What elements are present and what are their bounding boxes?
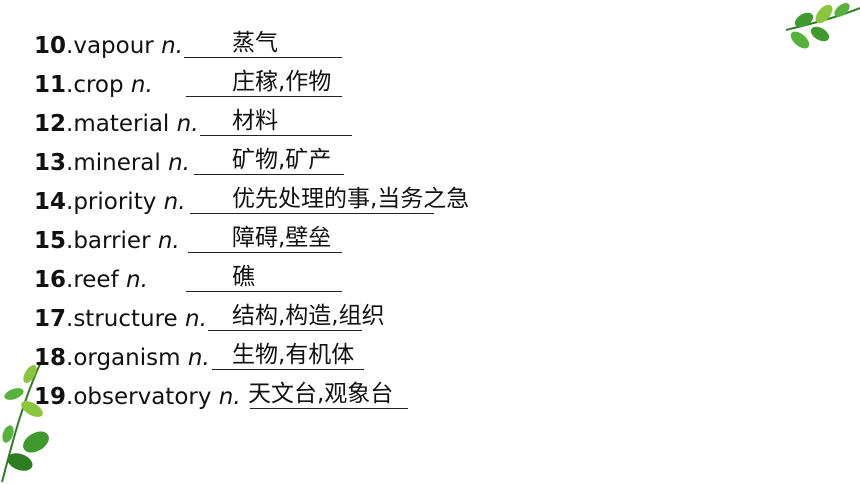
vocab-row: 11.crop n. 庄稼,作物 <box>34 69 394 103</box>
leaf-decoration-top-right-icon <box>785 3 860 49</box>
term: 11.crop n. <box>34 72 153 98</box>
term: 10.vapour n. <box>34 33 183 59</box>
english-word: reef <box>73 267 119 293</box>
term: 18.organism n. <box>34 345 210 371</box>
english-word: mineral <box>73 150 161 176</box>
chinese-answer: 天文台,观象台 <box>248 381 394 407</box>
chinese-answer: 结构,构造,组织 <box>232 303 385 329</box>
term: 15.barrier n. <box>34 228 180 254</box>
vocab-row: 17.structure n. 结构,构造,组织 <box>34 303 414 337</box>
chinese-answer: 礁 <box>232 264 255 290</box>
part-of-speech: n. <box>126 267 148 293</box>
part-of-speech: n. <box>176 111 199 137</box>
vocab-row: 18.organism n. 生物,有机体 <box>34 342 414 376</box>
english-word: material <box>73 111 170 137</box>
answer-blank <box>184 57 342 58</box>
answer-blank <box>194 174 344 175</box>
part-of-speech: n. <box>157 228 180 254</box>
term: 16.reef n. <box>34 267 148 293</box>
item-number: 14 <box>34 189 67 215</box>
term: 19.observatory n. <box>34 384 241 410</box>
chinese-answer: 材料 <box>232 108 278 134</box>
item-number: 15 <box>34 228 67 254</box>
item-number: 18 <box>34 345 67 371</box>
part-of-speech: n. <box>187 345 210 371</box>
part-of-speech: n. <box>218 384 241 410</box>
answer-blank <box>200 135 352 136</box>
part-of-speech: n. <box>168 150 190 176</box>
chinese-answer: 障碍,壁垒 <box>232 225 332 251</box>
item-number: 13 <box>34 150 67 176</box>
item-number: 10 <box>34 33 67 59</box>
english-word: structure <box>73 306 178 332</box>
item-number: 19 <box>34 384 67 410</box>
chinese-answer: 蒸气 <box>232 30 278 56</box>
term: 13.mineral n. <box>34 150 190 176</box>
chinese-answer: 生物,有机体 <box>232 342 355 368</box>
vocab-row: 16.reef n. 礁 <box>34 264 394 298</box>
answer-blank <box>250 408 408 409</box>
answer-blank <box>208 330 362 331</box>
part-of-speech: n. <box>130 72 153 98</box>
chinese-answer: 矿物,矿产 <box>232 147 332 173</box>
item-number: 16 <box>34 267 67 293</box>
answer-blank <box>188 252 342 253</box>
term: 14.priority n. <box>34 189 186 215</box>
chinese-answer: 优先处理的事,当务之急 <box>232 186 470 212</box>
term: 17.structure n. <box>34 306 207 332</box>
item-number: 11 <box>34 72 67 98</box>
english-word: crop <box>73 72 124 98</box>
part-of-speech: n. <box>185 306 207 332</box>
term: 12.material n. <box>34 111 199 137</box>
english-word: vapour <box>73 33 154 59</box>
answer-blank <box>212 369 364 370</box>
answer-blank <box>190 213 434 214</box>
chinese-answer: 庄稼,作物 <box>232 69 332 95</box>
part-of-speech: n. <box>163 189 186 215</box>
leaf-decoration-bottom-left-icon <box>1 363 49 483</box>
english-word: priority <box>73 189 157 215</box>
part-of-speech: n. <box>161 33 183 59</box>
vocab-row: 15.barrier n. 障碍,壁垒 <box>34 225 394 259</box>
vocab-row: 14.priority n. 优先处理的事,当务之急 <box>34 186 504 220</box>
english-word: barrier <box>73 228 151 254</box>
vocab-row: 19.observatory n. 天文台,观象台 <box>34 381 434 415</box>
english-word: observatory <box>73 384 212 410</box>
vocab-row: 10.vapour n. 蒸气 <box>34 30 394 64</box>
answer-blank <box>186 291 342 292</box>
english-word: organism <box>73 345 181 371</box>
item-number: 17 <box>34 306 67 332</box>
vocab-row: 13.mineral n. 矿物,矿产 <box>34 147 394 181</box>
answer-blank <box>186 96 342 97</box>
vocab-row: 12.material n. 材料 <box>34 108 394 142</box>
item-number: 12 <box>34 111 67 137</box>
